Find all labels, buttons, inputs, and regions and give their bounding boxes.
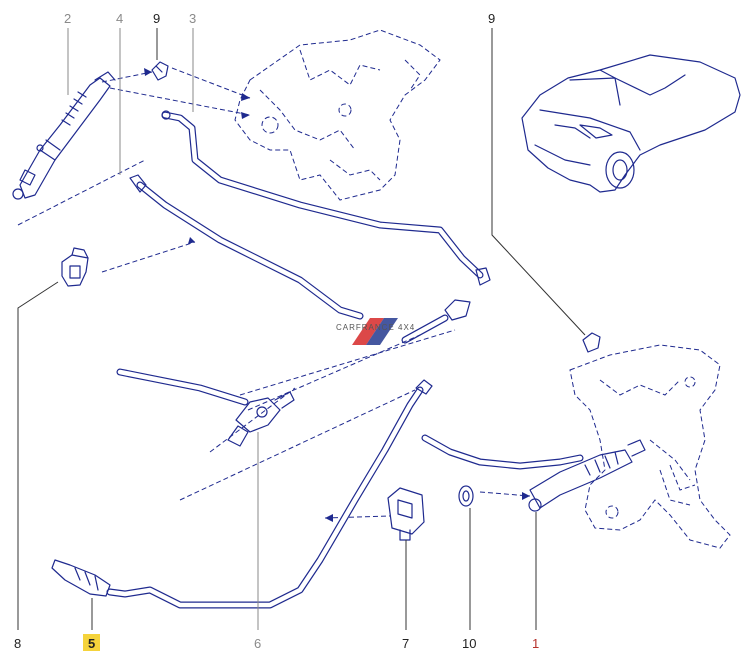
- clutch-slave-cylinder-icon[interactable]: [421, 434, 646, 512]
- callout-3[interactable]: 3: [189, 11, 196, 26]
- callout-10[interactable]: 10: [462, 636, 476, 651]
- clutch-master-cylinder-icon[interactable]: [12, 71, 116, 200]
- hydraulic-pipe-middle-icon[interactable]: [129, 174, 471, 344]
- callout-9-right[interactable]: 9: [488, 11, 495, 26]
- assembly-guide-lines: [17, 67, 531, 519]
- arrow-heads: [144, 68, 530, 522]
- pedal-bracket-lower: [569, 344, 731, 549]
- callout-5[interactable]: 5: [88, 636, 95, 651]
- pipe-clip-icon-right[interactable]: [582, 332, 601, 353]
- callout-8[interactable]: 8: [14, 636, 21, 651]
- hydraulic-pipe-lower-icon[interactable]: [51, 379, 433, 609]
- car-outline-icon: [521, 54, 741, 193]
- pipe-clip-icon-8[interactable]: [61, 247, 89, 287]
- callout-7[interactable]: 7: [402, 636, 409, 651]
- pipe-clip-icon-7[interactable]: [387, 487, 425, 541]
- callout-9-top[interactable]: 9: [153, 11, 160, 26]
- hydraulic-pipe-upper-icon[interactable]: [161, 110, 491, 286]
- callout-5-highlight: [83, 634, 100, 651]
- pedal-bracket-upper: [234, 29, 441, 201]
- callout-4[interactable]: 4: [116, 11, 123, 26]
- callout-2[interactable]: 2: [64, 11, 71, 26]
- callout-1[interactable]: 1: [532, 636, 539, 651]
- seal-ring-icon-10[interactable]: [458, 485, 474, 507]
- callout-labels: 2 4 9 3 9 8 5 6 7 10 1: [14, 11, 539, 651]
- leader-lines: [17, 28, 586, 630]
- watermark-text: CARFRANCE 4X4: [336, 323, 415, 332]
- clutch-slave-hose-icon[interactable]: [116, 368, 295, 447]
- watermark-logo: CARFRANCE 4X4: [336, 318, 415, 345]
- callout-6[interactable]: 6: [254, 636, 261, 651]
- pipe-clip-icon-top[interactable]: [151, 61, 169, 81]
